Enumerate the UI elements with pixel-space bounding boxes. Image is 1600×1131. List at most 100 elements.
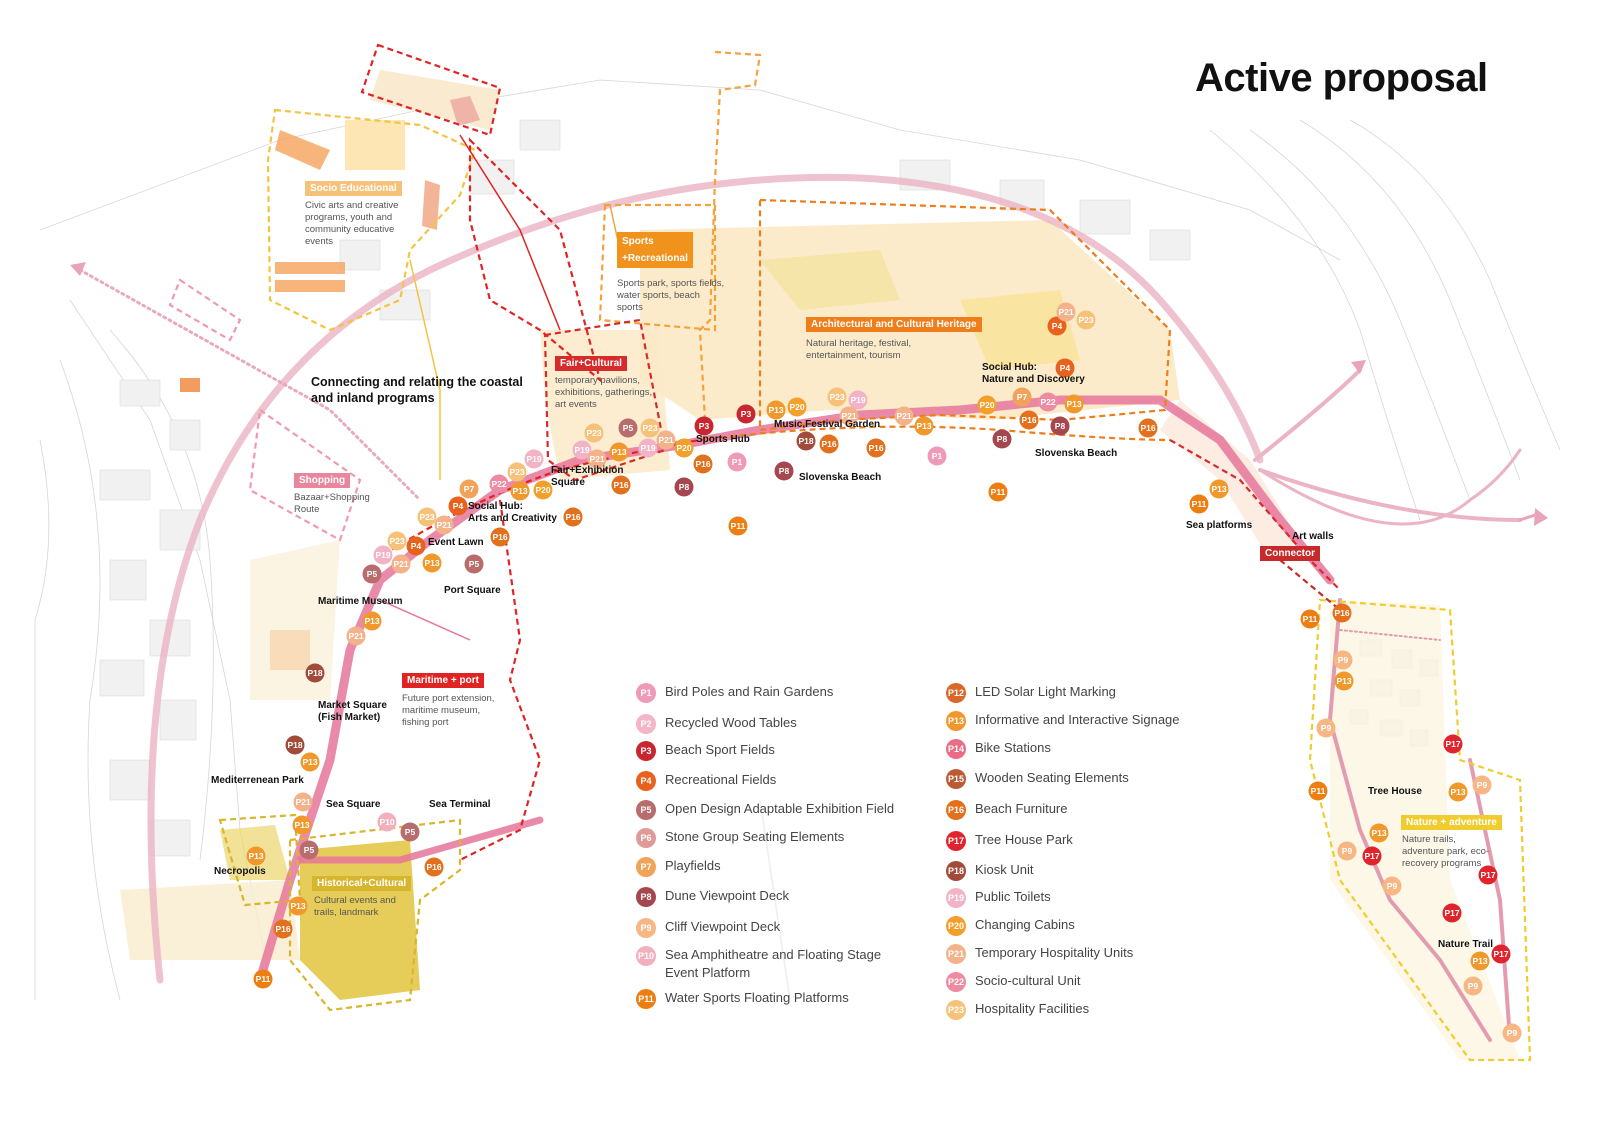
legend-badge: P7 — [636, 857, 656, 877]
svg-text:P13: P13 — [916, 421, 931, 431]
legend-badge: P19 — [946, 888, 966, 908]
svg-text:P16: P16 — [492, 532, 507, 542]
place-sea-square: Sea Square — [326, 799, 381, 810]
svg-text:P13: P13 — [302, 757, 317, 767]
legend-badge: P12 — [946, 683, 966, 703]
svg-text:P19: P19 — [850, 395, 865, 405]
place-mediterrenean-park: Mediterrenean Park — [211, 775, 304, 786]
place-social-hub-nature: Social Hub: Nature and Discovery — [982, 362, 1085, 385]
svg-text:P17: P17 — [1444, 908, 1459, 918]
legend-badge: P4 — [636, 771, 656, 791]
place-necropolis: Necropolis — [214, 866, 266, 877]
svg-text:P22: P22 — [1040, 397, 1055, 407]
svg-text:P8: P8 — [997, 434, 1008, 444]
svg-text:P13: P13 — [294, 820, 309, 830]
legend-label: Cliff Viewpoint Deck — [665, 919, 781, 934]
svg-text:P23: P23 — [509, 467, 524, 477]
legend-label: Temporary Hospitality Units — [975, 945, 1134, 960]
map-caption: Connecting and relating the coastal and … — [311, 375, 523, 405]
svg-text:P1: P1 — [732, 457, 743, 467]
svg-text:P21: P21 — [295, 797, 310, 807]
svg-text:P4: P4 — [411, 541, 422, 551]
zone-fills — [120, 70, 1520, 1060]
legend-label: Public Toilets — [975, 889, 1051, 904]
svg-text:P19: P19 — [640, 443, 655, 453]
place-slovenska-beach-2: Slovenska Beach — [1035, 448, 1118, 459]
legend-badge: P11 — [636, 989, 656, 1009]
svg-text:P19: P19 — [526, 454, 541, 464]
zone-tag-maritime-port: Maritime + port — [402, 673, 484, 688]
svg-text:P21: P21 — [658, 435, 673, 445]
place-sea-terminal: Sea Terminal — [429, 799, 491, 810]
svg-text:P23: P23 — [586, 428, 601, 438]
svg-text:P23: P23 — [1078, 315, 1093, 325]
legend-badge: P15 — [946, 769, 966, 789]
legend-badge: P2 — [636, 714, 656, 734]
svg-text:P11: P11 — [1192, 499, 1207, 509]
svg-text:P17: P17 — [1480, 870, 1495, 880]
place-event-lawn: Event Lawn — [428, 537, 484, 548]
svg-text:P23: P23 — [389, 536, 404, 546]
svg-text:P17: P17 — [1445, 739, 1460, 749]
place-nature-trail: Nature Trail — [1438, 939, 1494, 950]
svg-text:P16: P16 — [695, 459, 710, 469]
legend-badge: P1 — [636, 683, 656, 703]
zone-desc-historical-cultural: Cultural events and trails, landmark — [314, 895, 396, 918]
zone-desc-maritime-port: Future port extension, maritime museum, … — [402, 693, 495, 728]
svg-text:P9: P9 — [1387, 881, 1398, 891]
svg-text:P13: P13 — [1066, 399, 1081, 409]
place-sports-hub: Sports Hub — [696, 434, 750, 445]
zone-desc-sports: Sports park, sports fields, water sports… — [617, 278, 725, 313]
svg-text:P5: P5 — [405, 827, 416, 837]
svg-text:P11: P11 — [256, 974, 271, 984]
zone-tag-connector: Connector — [1260, 546, 1320, 561]
svg-text:P16: P16 — [1334, 608, 1349, 618]
page-title: Active proposal — [1195, 56, 1488, 100]
svg-text:P4: P4 — [1060, 363, 1071, 373]
legend-badge: P23 — [946, 1000, 966, 1020]
zone-tag-shopping: Shopping — [294, 473, 351, 488]
zone-tag-nature-adventure: Nature + adventure — [1401, 815, 1502, 830]
legend-label: Recycled Wood Tables — [665, 715, 797, 730]
legend-label: Hospitality Facilities — [975, 1001, 1090, 1016]
zone-desc-fair-cultural: temporary pavilions, exhibitions, gather… — [555, 375, 653, 410]
legend-item-p23: P23 Hospitality Facilities — [946, 1000, 1225, 1020]
legend-label: Sea Amphitheatre and Floating Stage Even… — [665, 947, 882, 980]
svg-text:P8: P8 — [679, 482, 690, 492]
svg-text:P13: P13 — [290, 901, 305, 911]
svg-text:P7: P7 — [464, 484, 475, 494]
legend-badge: P5 — [636, 800, 656, 820]
zone-tag-sports: Sports +Recreational — [617, 232, 693, 268]
svg-text:P21: P21 — [348, 631, 363, 641]
legend-label: Tree House Park — [975, 832, 1073, 847]
svg-text:P13: P13 — [424, 558, 439, 568]
legend-item-p9: P9 Cliff Viewpoint Deck — [636, 918, 915, 938]
legend-badge: P18 — [946, 861, 966, 881]
svg-text:P21: P21 — [1058, 307, 1073, 317]
zone-desc-nature-adventure: Nature trails, adventure park, eco-recov… — [1402, 834, 1490, 869]
legend-label: Dune Viewpoint Deck — [665, 888, 790, 903]
svg-text:P8: P8 — [779, 466, 790, 476]
zone-tag-heritage: Architectural and Cultural Heritage — [806, 317, 982, 332]
legend-badge: P9 — [636, 918, 656, 938]
svg-text:P17: P17 — [1364, 851, 1379, 861]
zone-desc-heritage: Natural heritage, festival, entertainmen… — [806, 338, 912, 361]
place-sea-platforms: Sea platforms — [1186, 520, 1253, 531]
legend-label: Water Sports Floating Platforms — [665, 990, 849, 1005]
svg-text:P5: P5 — [304, 845, 315, 855]
svg-text:P18: P18 — [287, 740, 302, 750]
route-arrows — [70, 262, 1548, 526]
place-maritime-museum: Maritime Museum — [318, 596, 403, 607]
place-port-square: Port Square — [444, 585, 501, 596]
